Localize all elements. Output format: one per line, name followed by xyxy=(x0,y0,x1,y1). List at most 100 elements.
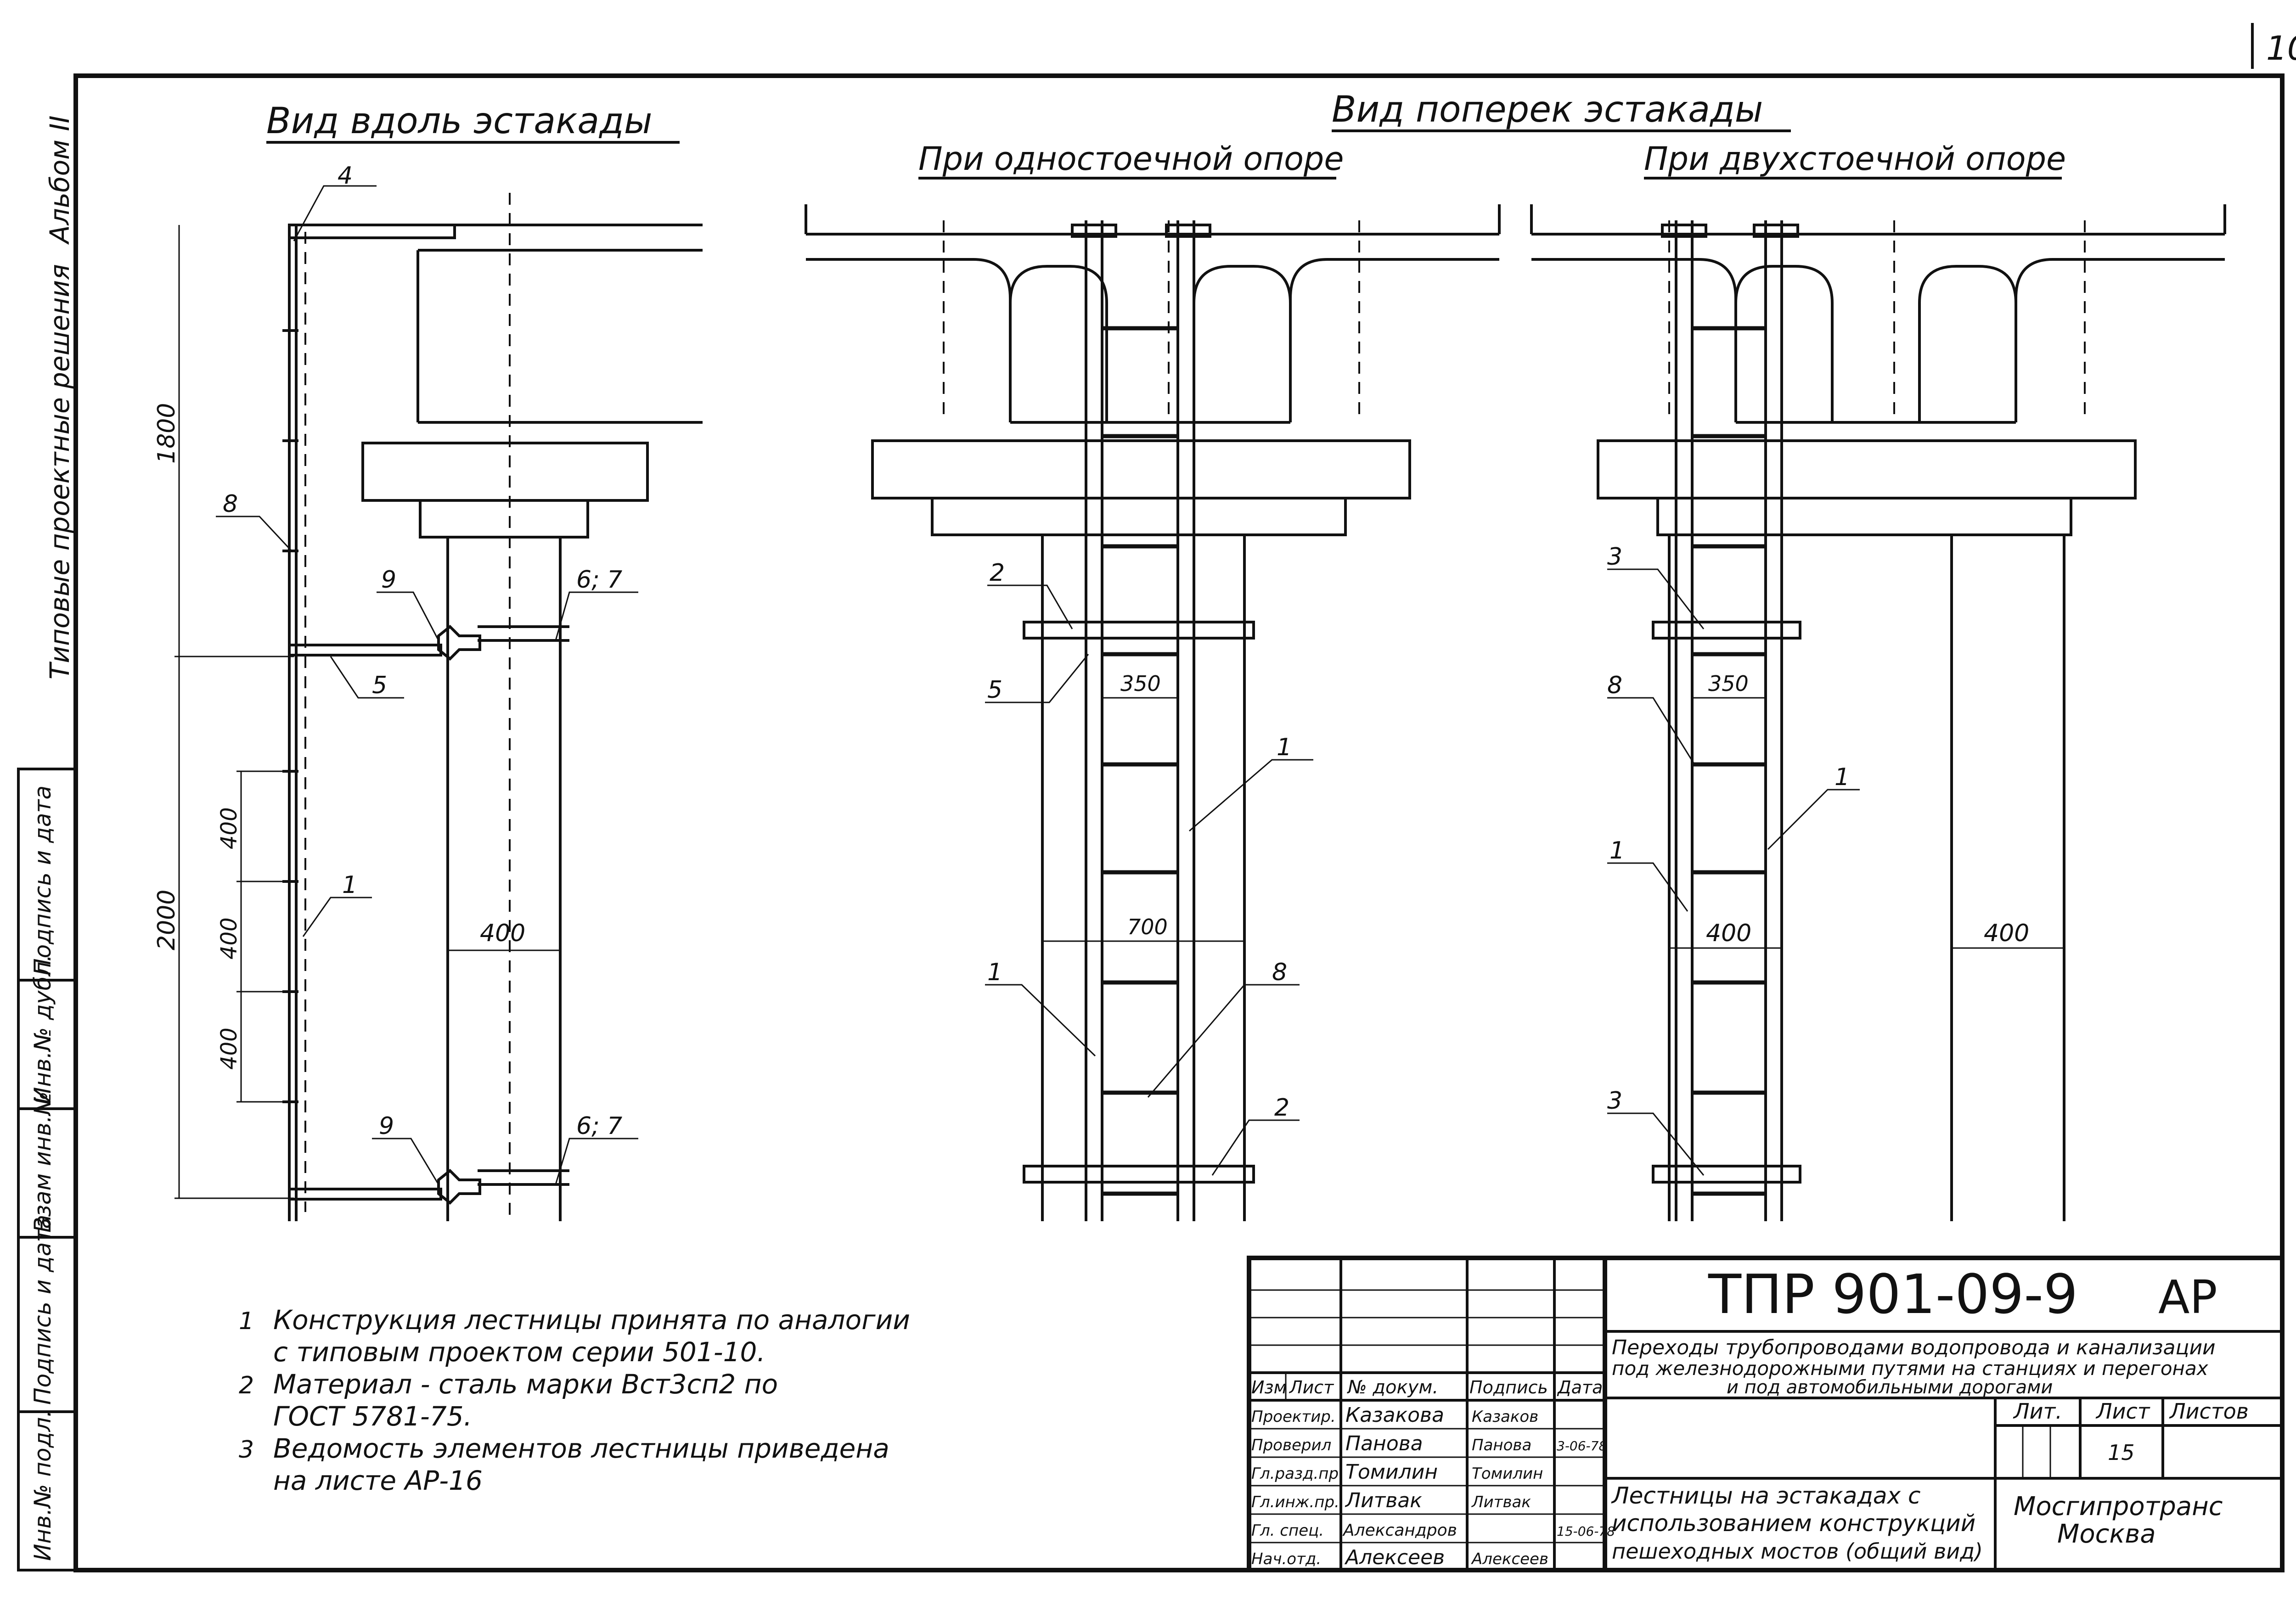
view-along: 1800 2000 400 400 400 400 4 8 9 6; 7 5 1… xyxy=(153,162,703,1221)
leader-1-single-left xyxy=(985,984,1096,1057)
mark-1-single-right: 1 xyxy=(1277,734,1292,761)
ladder-d-top-cap-left xyxy=(1661,224,1707,238)
notes: 1 Конструкция лестницы принята по аналог… xyxy=(239,1304,910,1496)
project-name-1: Переходы трубопроводами водопровода и ка… xyxy=(1612,1336,2216,1359)
dim-step-400-b: 400 xyxy=(216,917,242,960)
row-1-role: Проектир. xyxy=(1251,1408,1336,1426)
mark-9-lower: 9 xyxy=(379,1112,394,1140)
leader-9-lower xyxy=(372,1138,439,1185)
row-5-role: Гл. спец. xyxy=(1251,1521,1324,1540)
row-4-sign: Литвак xyxy=(1471,1493,1531,1511)
bracket-upper-single xyxy=(1023,621,1255,640)
hdr-date: Дата xyxy=(1557,1377,1603,1397)
row-6-sign: Алексеев xyxy=(1471,1550,1548,1568)
mark-8-double: 8 xyxy=(1607,672,1622,699)
leader-2-lower xyxy=(1211,1119,1300,1176)
drawing-code: ТПР 901-09-9 xyxy=(1708,1263,2078,1326)
sheets-label: Листов xyxy=(2169,1399,2249,1424)
row-1-name: Казакова xyxy=(1345,1403,1444,1427)
top-bracket xyxy=(288,224,456,239)
note-1-line2: с типовым проектом серии 501-10. xyxy=(273,1336,765,1368)
hdr-sign: Подпись xyxy=(1469,1377,1548,1397)
title-block-frame xyxy=(1247,1256,2285,1572)
mark-1-along: 1 xyxy=(342,871,357,899)
row-4-role: Гл.инж.пр. xyxy=(1251,1493,1339,1511)
row-2-name: Панова xyxy=(1345,1432,1423,1455)
ladder-top-cap-right xyxy=(1165,224,1211,238)
note-2-line1: Материал - сталь марки Вст3сп2 по xyxy=(273,1369,778,1400)
drawing-title-1: Лестницы на эстакадах с xyxy=(1611,1482,1921,1509)
stamp-col-5: Подпись и дата xyxy=(29,786,56,976)
pier-cap xyxy=(361,442,649,502)
view-single-post: 350 700 2 5 1 1 8 2 xyxy=(805,204,1501,1221)
pier-cap-single xyxy=(871,439,1411,499)
project-name-2: под железнодорожными путями на станциях … xyxy=(1612,1357,2209,1380)
pier-cap-double xyxy=(1597,439,2137,499)
leader-2-upper xyxy=(987,584,1073,629)
bracket-lower-double xyxy=(1652,1165,1801,1184)
leader-3-upper xyxy=(1607,568,1705,629)
mark-4: 4 xyxy=(338,162,353,190)
note-2-line2: ГОСТ 5781-75. xyxy=(273,1401,472,1432)
note-1-num: 1 xyxy=(239,1308,254,1335)
dim-2000: 2000 xyxy=(153,890,180,950)
view-double-post: 350 400 400 3 8 1 1 3 xyxy=(1530,204,2226,1221)
mark-5-single: 5 xyxy=(987,676,1002,704)
mark-8-single: 8 xyxy=(1272,959,1287,986)
note-3-line2: на листе АР-16 xyxy=(273,1465,483,1496)
leader-9-upper xyxy=(377,591,439,641)
leader-8 xyxy=(216,516,293,552)
note-1-line1: Конструкция лестницы принята по аналогии xyxy=(273,1304,910,1336)
org-name: Мосгипротранс xyxy=(2014,1492,2223,1521)
leader-1-single-right xyxy=(1189,759,1313,832)
row-6-role: Нач.отд. xyxy=(1251,1550,1321,1568)
mark-3-upper: 3 xyxy=(1607,543,1622,571)
bracket-lower-single xyxy=(1023,1165,1255,1184)
stamp-col-3: Взам инв.№ xyxy=(29,1091,56,1233)
sheet-label: Лист xyxy=(2095,1399,2150,1424)
dim-700-label: 700 xyxy=(1127,915,1168,939)
lit-label: Лит. xyxy=(2013,1399,2062,1424)
leader-1-double-left xyxy=(1607,862,1688,912)
series-label: Типовые проектные решения xyxy=(44,264,75,679)
hdr-ndoc: № докум. xyxy=(1347,1377,1438,1398)
mark-2-upper: 2 xyxy=(990,559,1005,587)
mid-bracket xyxy=(288,644,442,657)
row-2-role: Проверил xyxy=(1251,1436,1331,1454)
clamp-lower xyxy=(437,1168,481,1205)
org-city: Москва xyxy=(2057,1519,2156,1549)
hdr-izm: Изм xyxy=(1251,1377,1287,1397)
stamp-col-1: Инв.№ подл. xyxy=(29,1410,56,1561)
left-stamp: Инв.№ подл. Подпись и дата Взам инв.№ Ин… xyxy=(17,768,77,1571)
ladder-top-cap-left xyxy=(1071,224,1117,238)
row-3-name: Томилин xyxy=(1345,1460,1438,1484)
view-double-title: При двухстоечной опоре xyxy=(1644,140,2066,178)
row-5-name: Александров xyxy=(1342,1521,1457,1540)
mark-67-lower: 6; 7 xyxy=(576,1112,622,1140)
deck-flanges xyxy=(806,258,1499,422)
title-block: Изм Лист № докум. Подпись Дата Проектир.… xyxy=(1247,1256,2285,1572)
stamp-col-4: Инв.№ дубл. xyxy=(29,954,56,1104)
dim-350-double-label: 350 xyxy=(1708,671,1749,696)
mark-1-double-left: 1 xyxy=(1609,837,1625,864)
pier-head-double xyxy=(1656,497,2072,536)
note-3-line1: Ведомость элементов лестницы приведена xyxy=(273,1433,889,1464)
mark-9-upper: 9 xyxy=(381,566,396,594)
bottom-bracket xyxy=(288,1188,442,1201)
clamp-upper xyxy=(437,624,481,661)
album-label: Альбом II xyxy=(44,115,75,245)
leader-8-single xyxy=(1147,984,1300,1098)
rung-stubs xyxy=(282,329,298,1103)
leader-5-single xyxy=(985,654,1089,703)
row-2-sign: Панова xyxy=(1472,1436,1531,1454)
dim-400-double-a-label: 400 xyxy=(1706,920,1751,947)
page-number: 102 xyxy=(2266,29,2296,67)
view-across-title: Вид поперек эстакады xyxy=(1332,89,1763,130)
view-single-title: При одностоечной опоре xyxy=(918,140,1344,178)
drawing-title-3: пешеходных мостов (общий вид) xyxy=(1612,1539,1983,1564)
ladder-d-top-cap-right xyxy=(1753,224,1799,238)
deck-beam xyxy=(416,224,703,424)
leader-67-upper xyxy=(555,591,638,641)
note-2-num: 2 xyxy=(239,1372,254,1399)
row-1-sign: Казаков xyxy=(1472,1408,1538,1426)
